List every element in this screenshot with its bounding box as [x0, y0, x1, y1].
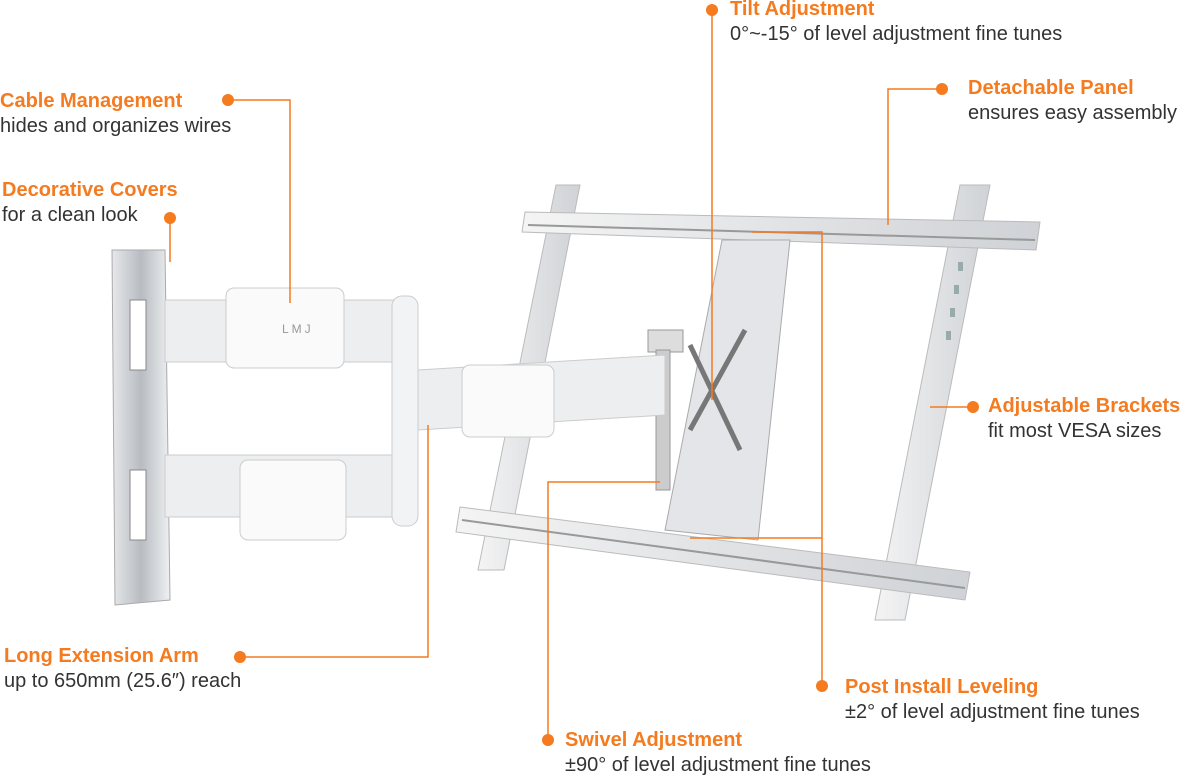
callout-title: Detachable Panel [968, 77, 1134, 99]
callout-description: for a clean look [2, 204, 138, 226]
callout-cable-management: Cable Management hides and organizes wir… [0, 89, 231, 139]
callout-title: Adjustable Brackets [988, 395, 1181, 417]
adjustable-bracket-right [874, 184, 991, 621]
callout-detachable-panel: Detachable Panel ensures easy assembly [968, 76, 1177, 126]
callout-title: Swivel Adjustment [565, 729, 743, 751]
callout-adjustable-brackets: Adjustable Brackets fit most VESA sizes [988, 394, 1180, 444]
callout-description: ensures easy assembly [968, 102, 1177, 124]
decorative-covers [225, 287, 555, 541]
callout-title: Long Extension Arm [4, 645, 199, 667]
callout-tilt-adjustment: Tilt Adjustment 0°~-15° of level adjustm… [730, 0, 1062, 47]
logo: LMJ [282, 322, 314, 336]
top-rail [521, 211, 1041, 251]
callout-description: up to 650mm (25.6″) reach [4, 670, 242, 692]
callout-description: fit most VESA sizes [988, 420, 1162, 442]
tilt-mechanism [687, 328, 748, 452]
callout-description: hides and organizes wires [0, 115, 232, 137]
leader-lines [169, 10, 973, 740]
callout-description: ±90° of level adjustment fine tunes [565, 754, 871, 776]
callout-description: 0°~-15° of level adjustment fine tunes [730, 23, 1063, 45]
callout-decorative-covers: Decorative Covers for a clean look [2, 178, 178, 228]
callout-description: ±2° of level adjustment fine tunes [845, 701, 1140, 723]
callout-long-extension-arm: Long Extension Arm up to 650mm (25.6″) r… [4, 644, 241, 694]
callout-swivel-adjustment: Swivel Adjustment ±90° of level adjustme… [565, 728, 871, 778]
detachable-center-panel [664, 239, 791, 541]
callout-title: Decorative Covers [2, 179, 178, 201]
callout-title: Cable Management [0, 90, 183, 112]
callout-post-install-leveling: Post Install Leveling ±2° of level adjus… [845, 675, 1140, 725]
callout-title: Post Install Leveling [845, 676, 1039, 698]
wall-plate [111, 249, 171, 606]
callout-title: Tilt Adjustment [730, 0, 875, 20]
callout-dots [164, 4, 979, 746]
